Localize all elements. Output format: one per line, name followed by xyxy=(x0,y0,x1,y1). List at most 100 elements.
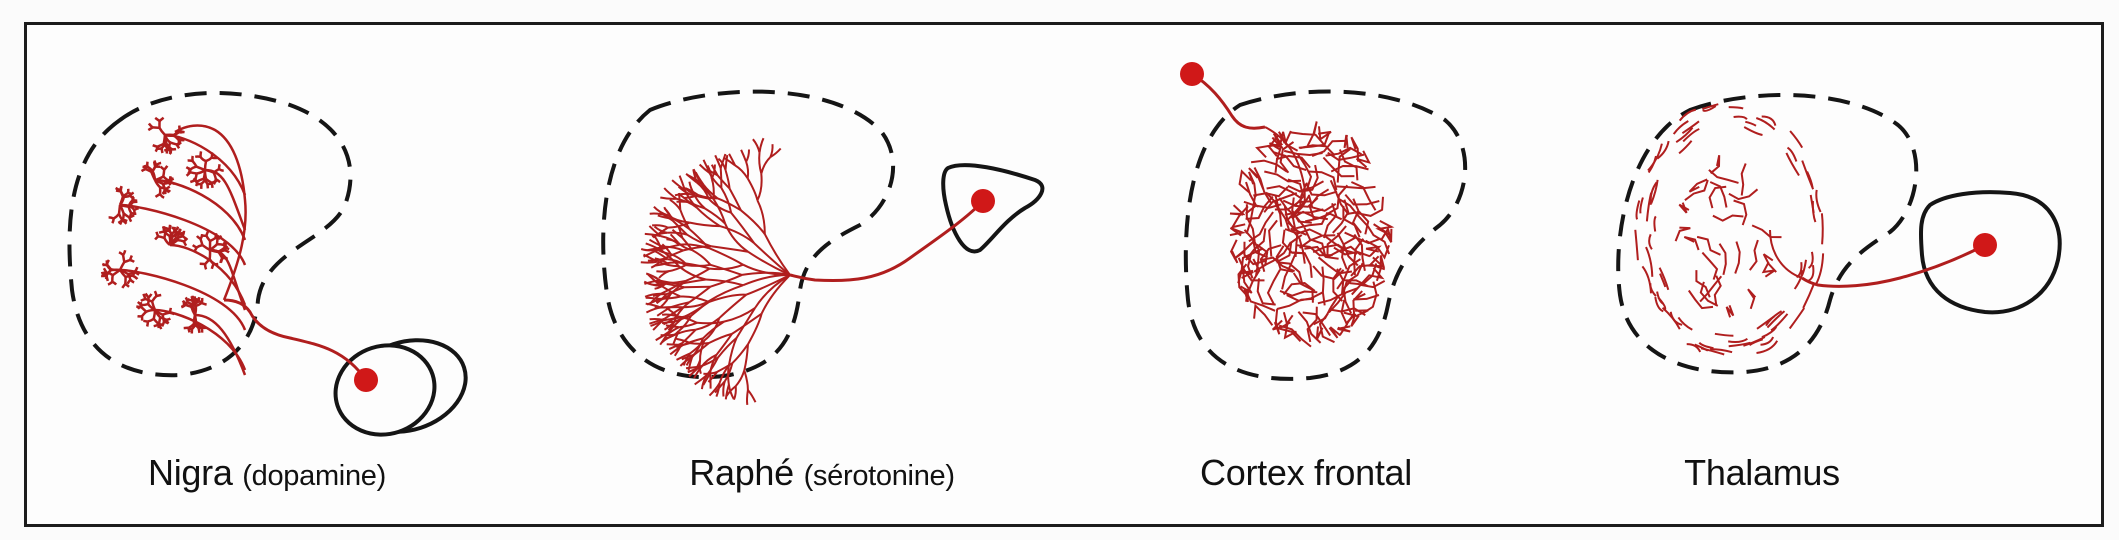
axon-branch xyxy=(1328,307,1366,317)
axon-branch xyxy=(193,305,198,316)
axon-branch xyxy=(669,233,679,244)
axon-branch xyxy=(178,232,184,237)
axon-branch xyxy=(195,243,203,249)
axon-branch xyxy=(222,240,228,246)
axon-branch xyxy=(719,153,727,169)
axon-branch xyxy=(1266,185,1303,200)
axon-branch xyxy=(728,153,736,166)
axon-branch xyxy=(113,213,120,220)
axon-branch xyxy=(714,154,722,169)
axon-branch xyxy=(1282,311,1297,340)
axon-branch xyxy=(1815,189,1822,213)
axon-branch xyxy=(1678,140,1693,155)
caption-label: Thalamus xyxy=(1684,452,1840,493)
axon-branch xyxy=(1728,188,1759,201)
axon-branch xyxy=(714,380,726,394)
axon-branch xyxy=(217,235,223,240)
axon-branch xyxy=(756,173,763,201)
axonal-arbor xyxy=(100,116,247,376)
axon-branch xyxy=(163,165,169,171)
axon-branch xyxy=(1361,281,1378,315)
target-region-outline xyxy=(67,91,353,378)
axon-branch xyxy=(205,230,210,237)
axon-branch xyxy=(1650,179,1659,204)
axon-branch xyxy=(210,263,215,270)
axon-branch xyxy=(758,152,763,174)
axon-branch xyxy=(154,178,247,241)
axon-branch xyxy=(1317,126,1332,141)
axon-branch xyxy=(196,165,206,172)
axon-branch xyxy=(1229,226,1247,237)
axon-branch xyxy=(199,233,204,240)
axonal-arbor xyxy=(1229,121,1395,348)
axon-branch xyxy=(168,148,173,155)
panel-nigra xyxy=(67,91,468,437)
axon-branch xyxy=(199,238,204,246)
axon-branch xyxy=(192,177,199,183)
axon-branch xyxy=(200,297,204,304)
axon-branch xyxy=(716,362,733,373)
axon-branch xyxy=(743,370,749,391)
axon-branch xyxy=(196,182,202,186)
axon-branch xyxy=(694,171,705,186)
axon-branch xyxy=(160,142,168,150)
axon-branch xyxy=(1733,199,1748,226)
axon-branch xyxy=(1326,225,1347,258)
axon-branch xyxy=(1745,120,1757,127)
axon-branch xyxy=(158,127,166,136)
axon-branch xyxy=(150,301,157,311)
axon-branch xyxy=(1788,307,1806,330)
axon-branch xyxy=(727,384,735,400)
axon-branch xyxy=(182,240,188,247)
axon-branch xyxy=(1350,181,1377,211)
axon xyxy=(223,298,368,381)
axon-branch xyxy=(745,274,791,296)
axon-branch xyxy=(183,237,189,243)
axon-branch xyxy=(167,180,172,186)
axon-branch xyxy=(190,171,197,175)
axon-branch xyxy=(1789,130,1804,149)
axon-branch xyxy=(1304,212,1343,223)
axon-branch xyxy=(1297,153,1313,190)
axon-branch xyxy=(1635,200,1641,220)
axon-branch xyxy=(157,317,162,325)
axon-branch xyxy=(1647,143,1663,172)
axon-branch xyxy=(1253,167,1272,204)
axon-branch xyxy=(1322,234,1358,255)
axonal-arbor xyxy=(1634,103,1825,356)
axon-branch xyxy=(1255,134,1279,158)
axon-branch xyxy=(165,143,173,150)
axon-branch xyxy=(197,327,201,334)
axon-branch xyxy=(164,133,175,138)
axon-branch xyxy=(1253,303,1274,326)
axon-branch xyxy=(163,320,170,325)
axon-branch xyxy=(1701,251,1719,280)
axon-branch xyxy=(734,164,749,179)
axon-branch xyxy=(1304,245,1339,260)
axon-branch xyxy=(1714,332,1734,337)
axon-branch xyxy=(1359,267,1385,286)
axon-branch xyxy=(212,168,220,174)
axon-branch xyxy=(665,330,680,340)
axon-branch xyxy=(1332,199,1350,234)
axon-branch xyxy=(1233,240,1255,260)
axon-branch xyxy=(1271,136,1282,173)
axon-branch xyxy=(1268,135,1285,151)
axon-branch xyxy=(699,356,719,368)
axon-branch xyxy=(742,263,791,276)
axon-branch xyxy=(707,198,732,214)
axon-branch xyxy=(1276,261,1304,286)
axon-branch xyxy=(224,249,230,254)
axon-branch xyxy=(1278,324,1312,348)
axon-branch xyxy=(190,295,194,301)
axon-branch xyxy=(1814,253,1825,286)
axon-branch xyxy=(703,317,721,342)
axon-branch xyxy=(712,198,727,225)
axon-branch xyxy=(205,156,213,163)
axon-branch xyxy=(172,232,180,238)
axon-branch xyxy=(689,221,720,228)
axon-branch xyxy=(1647,155,1657,174)
axon-branch xyxy=(154,175,164,182)
axon-branch xyxy=(141,302,149,307)
axon-branch xyxy=(147,317,155,323)
